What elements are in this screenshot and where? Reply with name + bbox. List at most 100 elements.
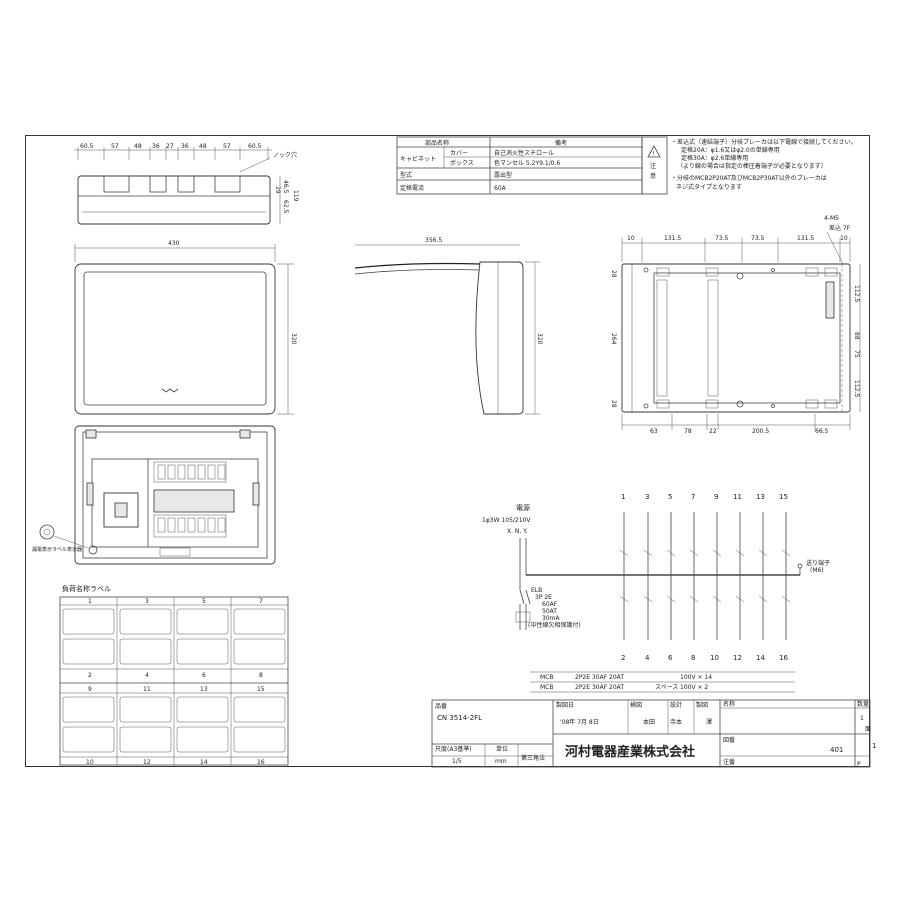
tb-unit: mm [495, 758, 507, 765]
source-phases: X. N. Y. [507, 528, 528, 535]
top-dim-8: 60.5 [248, 143, 262, 150]
tb-check-label: 検図 [630, 701, 642, 709]
front-height: 320 [290, 333, 297, 345]
branch-switch-marks [619, 549, 791, 603]
note-line-1: 定格20A：φ1.6又はφ2.0の単線専用 [681, 146, 780, 154]
screw-label: 4-M5 [824, 215, 839, 222]
label-num-15: 15 [257, 686, 265, 693]
warning-icon [647, 145, 661, 158]
rear-bot-4: 66.5 [815, 428, 829, 435]
tb-designer: 寺本 [670, 718, 682, 726]
side-dim-0: 29 [274, 186, 281, 194]
spec-cover-note: 自己消火性スチロール [494, 149, 554, 157]
tb-design-label: 設計 [670, 701, 682, 709]
front-width: 430 [168, 240, 180, 247]
labels-title: 負荷名称ラベル [62, 584, 111, 593]
top-dim-3: 36 [152, 143, 160, 150]
tb-note-label: 注番 [723, 758, 735, 766]
rear-right-1: 88 [853, 332, 860, 340]
label-num-7: 7 [259, 598, 263, 605]
leak-label: 漏電表示ラベル表示器 [32, 546, 82, 553]
knock-label: ノック穴 [273, 151, 297, 159]
top-dim-7: 57 [223, 143, 231, 150]
screw-sub: 差込 7F [829, 224, 851, 232]
tb-date: '08年 7月 8日 [560, 718, 599, 726]
circuit-14: 14 [756, 654, 765, 662]
tb-scale: 1/5 [452, 758, 462, 765]
label-num-13: 13 [200, 686, 208, 693]
note-line-0: ・差込式（速結端子）分岐ブレーカは以下電線で接続してください。 [671, 138, 857, 146]
tb-unit-label: 単位 [496, 745, 508, 753]
rear-bot-1: 78 [684, 428, 692, 435]
tb-draw-label: 製図 [696, 701, 708, 709]
spec-box-note: 色マンセル 5.2Y9.1/0.6 [494, 159, 560, 167]
label-num-5: 5 [202, 598, 206, 605]
circuit-15: 15 [779, 493, 788, 501]
mcb-row-1-extra: スペース [655, 684, 678, 691]
side-view: 356.5 320 [354, 237, 543, 415]
spec-cover: カバー [450, 150, 468, 157]
mcb-row-0-count: 100V × 14 [680, 674, 712, 681]
source-spec: 1φ3W 105/210V [482, 517, 531, 524]
tb-company: 河村電器産業株式会社 [565, 744, 695, 760]
spec-rating-label: 定格電流 [400, 184, 424, 192]
tb-dwg-label: 図番 [723, 737, 735, 744]
tb-qty-label: 数量 [857, 700, 869, 708]
label-num-12: 12 [143, 759, 151, 766]
circuit-3: 3 [645, 493, 649, 501]
branch-circuits [623, 512, 787, 640]
circuit-12: 12 [733, 654, 742, 662]
top-dim-1: 57 [111, 143, 119, 150]
rear-top-0: 10 [627, 235, 635, 242]
side-depth: 356.5 [425, 237, 442, 244]
label-num-4: 4 [145, 672, 149, 679]
tb-scale-label: 尺度(A3基準) [435, 745, 472, 753]
side-dim-3: 119 [292, 190, 299, 202]
tb-qty: 1 [860, 715, 864, 722]
label-num-14: 14 [200, 759, 208, 766]
elb-5: (中性線欠相保護付) [528, 621, 581, 629]
wiring-diagram: 電源 1φ3W 105/210V X. N. Y. ELB 3P 2E 60AF… [482, 493, 830, 662]
side-dim-2: 62.5 [282, 200, 289, 214]
circuit-13: 13 [756, 493, 765, 501]
elb-3: 50AT [542, 608, 557, 615]
top-dim-4: 27 [166, 143, 174, 150]
mcb-row-1-spec: 2P2E 30AF 20AT [575, 684, 624, 691]
circuit-16: 16 [779, 654, 788, 662]
side-height: 320 [536, 333, 543, 345]
spec-type-value: 露出型 [494, 171, 512, 179]
circuit-7: 7 [691, 493, 695, 501]
note-line-3: （より線の場合は指定の棒圧着端子が必要となります） [677, 162, 827, 170]
rear-right-3: 112.5 [853, 380, 860, 397]
label-num-3: 3 [145, 598, 149, 605]
label-num-10: 10 [86, 759, 94, 766]
warn-label-2: 意 [650, 172, 656, 180]
circuit-9: 9 [714, 493, 718, 501]
top-dim-ticks [77, 147, 269, 160]
mcb-row-1-name: MCB [540, 684, 553, 691]
tb-projection: 第三角法 [521, 754, 545, 762]
rear-right-2: 75 [853, 350, 860, 358]
source-title: 電源 [516, 503, 530, 512]
circuit-10: 10 [710, 654, 719, 662]
mcb-row-0-spec: 2P2E 30AF 20AT [575, 674, 624, 681]
leak-indicator-icon [39, 524, 55, 540]
load-label-sheet: 負荷名称ラベル 1 3 5 7 2 4 6 8 9 11 13 15 10 [59, 584, 289, 766]
circuit-6: 6 [668, 654, 673, 662]
spec-cabinet: キャビネット [400, 155, 436, 163]
rear-top-2: 73.5 [715, 235, 729, 242]
spec-type-label: 型式 [400, 171, 412, 179]
spec-head-part: 部品名称 [425, 139, 449, 147]
rear-top-4: 131.5 [797, 235, 814, 242]
elb-4: 30mA [542, 615, 560, 622]
circuit-5: 5 [668, 493, 672, 501]
tb-date-label: 製図日 [556, 701, 574, 709]
note-line-5: ネジ式タイプとなります [676, 183, 742, 191]
panel-internal-view: 漏電表示ラベル表示器 [32, 425, 276, 565]
circuit-2: 2 [621, 654, 625, 662]
front-view: 430 320 [74, 240, 297, 415]
svg-text:!: ! [653, 151, 655, 158]
label-num-9: 9 [88, 686, 92, 693]
mcb-table: MCB 2P2E 30AF 20AT 100V × 14 MCB 2P2E 30… [530, 671, 795, 693]
